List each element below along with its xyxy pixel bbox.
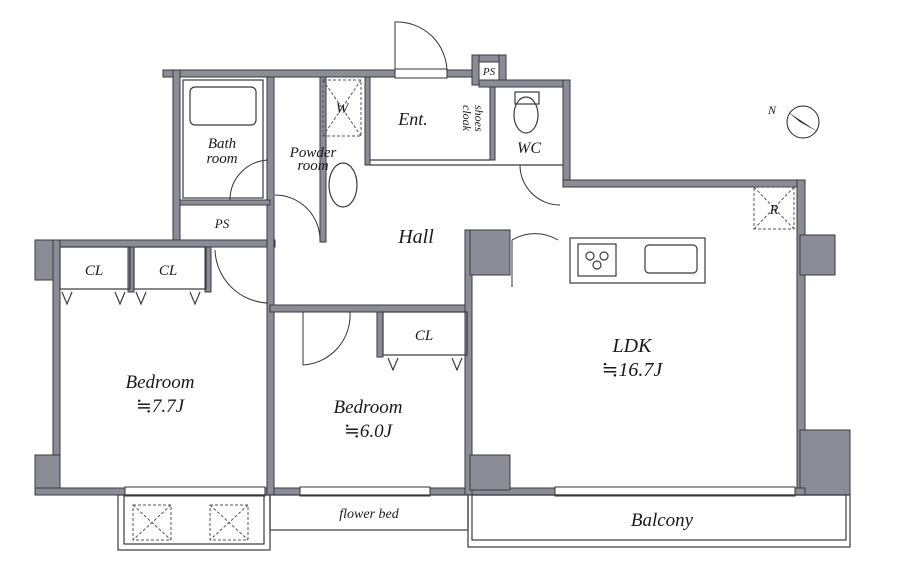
- wc-label: WC: [517, 140, 541, 157]
- kitchen-counter: [569, 237, 706, 284]
- balcony-left: [117, 494, 271, 551]
- walls: [34, 54, 851, 496]
- sink: [328, 162, 358, 208]
- closet-label: CL: [159, 263, 177, 279]
- ldk-area: ≒16.7J: [602, 359, 664, 381]
- balcony-label: Balcony: [631, 510, 694, 531]
- powder-label-2: room: [297, 158, 328, 174]
- ldk-name: LDK: [612, 335, 654, 357]
- toilet-icon: [513, 96, 539, 134]
- bathtub: [189, 86, 257, 126]
- bedroom2-name: Bedroom: [334, 397, 403, 418]
- cloak-label: cloak: [460, 105, 474, 132]
- ps-top-label: PS: [482, 66, 496, 78]
- compass-north-label: N: [767, 103, 777, 117]
- bedroom2-area: ≒6.0J: [344, 421, 394, 442]
- bath-label-2: room: [206, 151, 237, 167]
- washer-space: [322, 79, 362, 137]
- closet-label: CL: [415, 328, 433, 344]
- powder-label-1: Powder: [289, 145, 337, 161]
- openings: [124, 21, 796, 497]
- fixtures: [59, 79, 851, 551]
- hall-label: Hall: [397, 226, 434, 248]
- bedroom1-name: Bedroom: [126, 372, 195, 393]
- stove-icon: [577, 243, 617, 277]
- bath-label-1: Bath: [208, 136, 236, 152]
- ps-left-label: PS: [214, 216, 230, 231]
- refrigerator-space: [753, 186, 795, 230]
- entrance-label: Ent.: [397, 109, 428, 129]
- compass-icon: N: [767, 103, 820, 139]
- closet-label: CL: [85, 263, 103, 279]
- refrigerator-label: R: [769, 203, 779, 218]
- bedroom1-area: ≒7.7J: [136, 396, 186, 417]
- room-labels: Bath room Powder room W Ent. shoes cloak…: [85, 66, 779, 531]
- shoes-label: shoes: [472, 105, 486, 132]
- flower-bed-label: flower bed: [339, 507, 399, 522]
- kitchen-sink: [644, 244, 698, 274]
- washer-label: W: [336, 101, 350, 117]
